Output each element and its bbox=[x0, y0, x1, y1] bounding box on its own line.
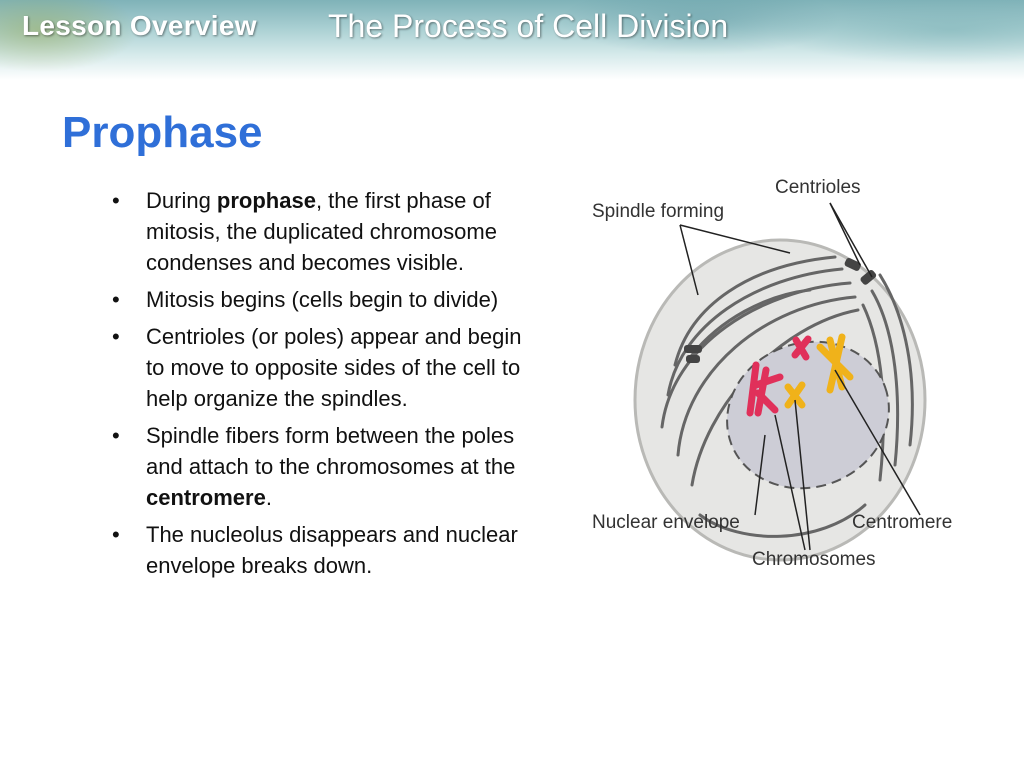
bullet-dot: • bbox=[112, 188, 120, 213]
bullet-dot: • bbox=[112, 522, 120, 547]
lesson-overview-label: Lesson Overview bbox=[22, 10, 257, 41]
bullet-dot: • bbox=[112, 423, 120, 448]
section-title: The Process of Cell Division bbox=[328, 8, 729, 44]
bullet-bold-text: centromere bbox=[146, 485, 266, 510]
bullet-item: • The nucleolus disappears and nuclear e… bbox=[108, 519, 528, 581]
red-chromosome bbox=[746, 335, 812, 417]
bullet-text: Centrioles (or poles) appear and begin t… bbox=[146, 324, 522, 411]
bullet-item: • Centrioles (or poles) appear and begin… bbox=[108, 321, 528, 414]
bullet-text: Spindle fibers form between the poles an… bbox=[146, 423, 516, 479]
prophase-cell-diagram: Spindle forming Centrioles Nuclear envel… bbox=[592, 177, 952, 570]
centrioles bbox=[684, 257, 877, 363]
bullet-item: • Spindle fibers form between the poles … bbox=[108, 420, 528, 513]
bullet-item: • Mitosis begins (cells begin to divide) bbox=[108, 284, 528, 315]
bullet-list: • During prophase, the first phase of mi… bbox=[108, 185, 528, 587]
header-decoration bbox=[0, 0, 1024, 80]
spindle-fibers bbox=[660, 255, 914, 538]
slide-header: Lesson Overview The Process of Cell Divi… bbox=[0, 0, 1024, 80]
bullet-text: , the first phase of mitosis, the duplic… bbox=[146, 188, 497, 275]
label-nuclear-envelope: Nuclear envelope bbox=[592, 512, 740, 533]
bullet-text: Mitosis begins (cells begin to divide) bbox=[146, 287, 499, 312]
bullet-text: During bbox=[146, 188, 217, 213]
bullet-bold-text: prophase bbox=[216, 188, 316, 213]
bullet-dot: • bbox=[112, 324, 120, 349]
slide-title: Prophase bbox=[62, 108, 263, 157]
bullet-item: • During prophase, the first phase of mi… bbox=[108, 185, 528, 278]
label-chromosomes: Chromosomes bbox=[752, 549, 876, 570]
label-centromere: Centromere bbox=[852, 512, 952, 533]
label-centrioles: Centrioles bbox=[775, 177, 861, 198]
bullet-text: . bbox=[265, 485, 272, 510]
chromosomes bbox=[746, 333, 854, 417]
label-spindle-forming: Spindle forming bbox=[592, 201, 724, 222]
bullet-dot: • bbox=[112, 287, 120, 312]
bullet-text: The nucleolus disappears and nuclear env… bbox=[146, 522, 518, 578]
leader-lines bbox=[679, 202, 921, 551]
